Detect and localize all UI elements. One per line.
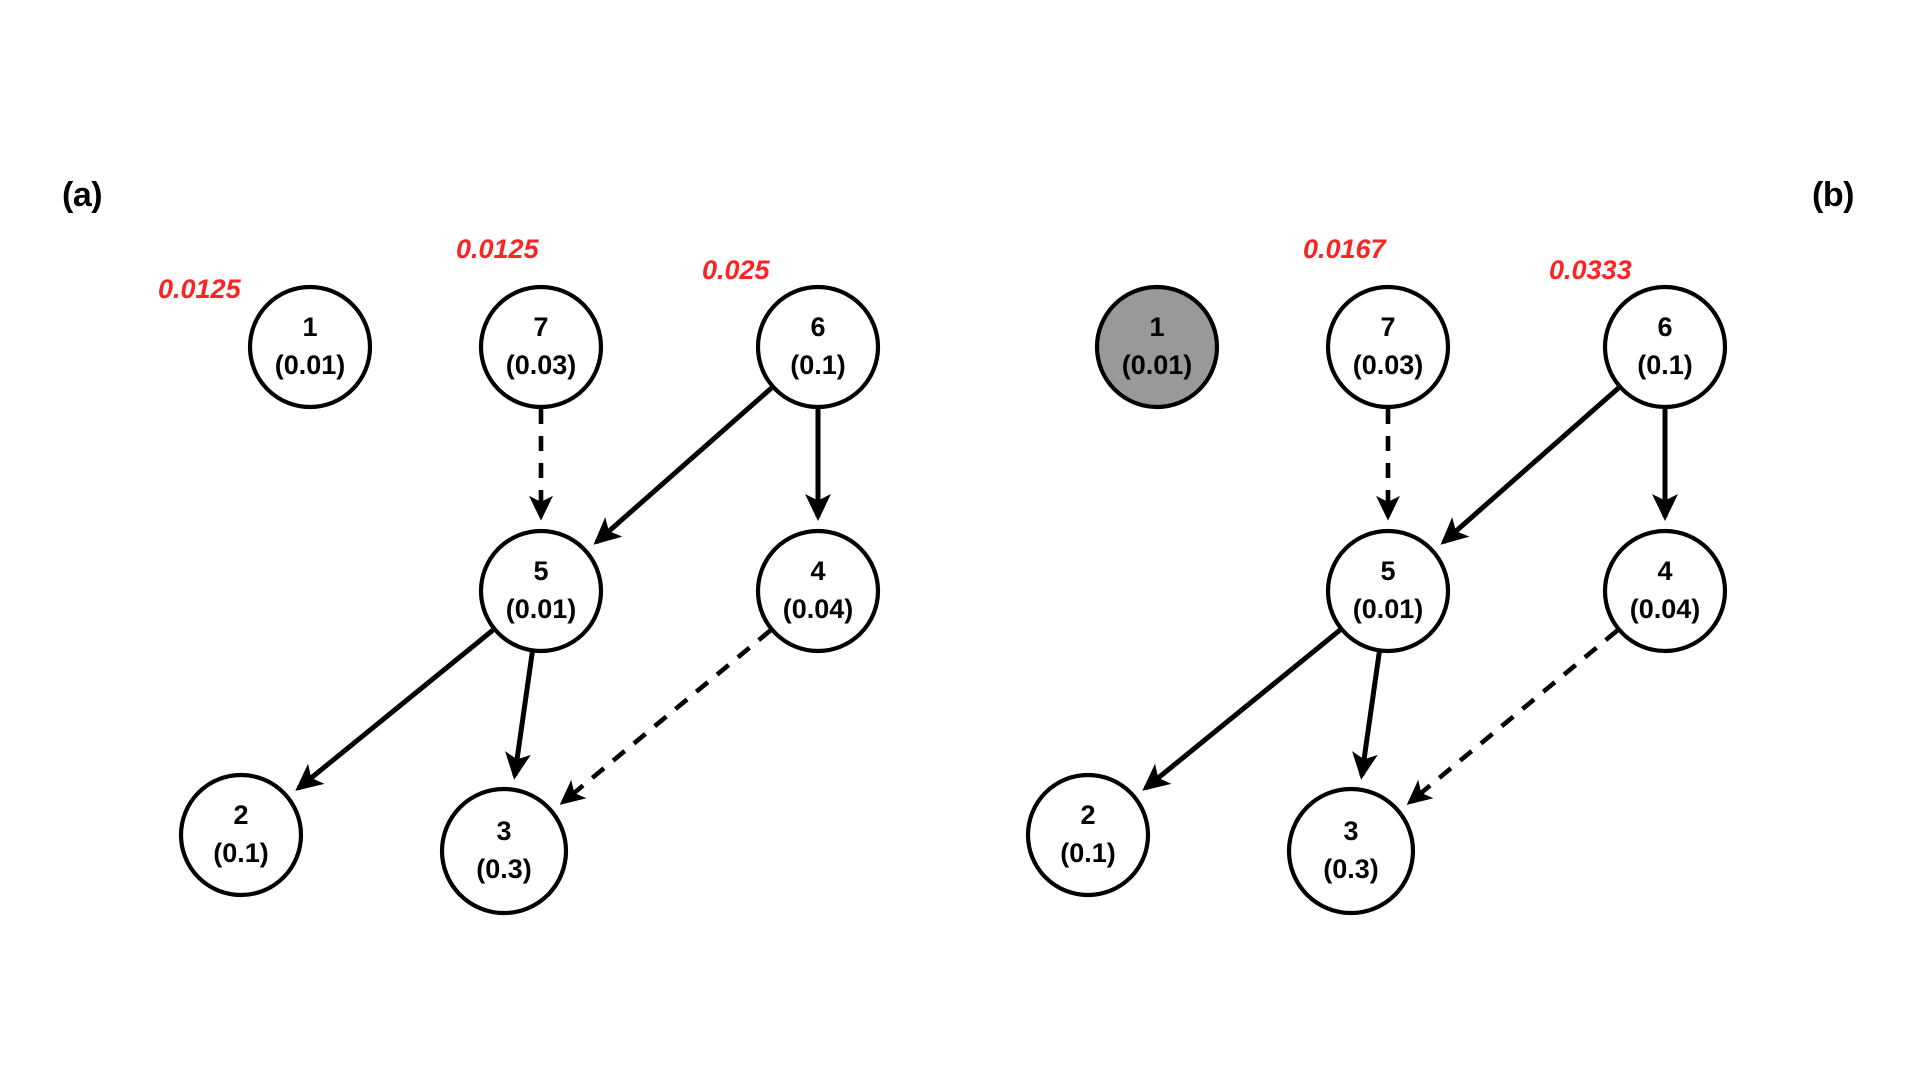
- node-3-value-label: (0.3): [476, 854, 532, 884]
- node-4-id-label: 4: [810, 556, 825, 586]
- node-1-value-label: (0.01): [1122, 350, 1193, 380]
- node-7-circle[interactable]: [1325, 284, 1451, 410]
- node-3[interactable]: 3 (0.3): [1286, 786, 1416, 916]
- node-3-id-label: 3: [1343, 816, 1358, 846]
- node-1[interactable]: 1 (0.01): [247, 284, 373, 410]
- node-2-value-label: (0.1): [1060, 838, 1116, 868]
- node-3[interactable]: 3 (0.3): [439, 786, 569, 916]
- node-7-value-label: (0.03): [1353, 350, 1424, 380]
- edge-4-to-3: [559, 628, 772, 805]
- node-1-id-label: 1: [1149, 312, 1164, 342]
- node-7[interactable]: 7 (0.03): [478, 284, 604, 410]
- node-3-value-label: (0.3): [1323, 854, 1379, 884]
- node-4-id-label: 4: [1657, 556, 1672, 586]
- node-4[interactable]: 4 (0.04): [755, 528, 881, 654]
- node-2-id-label: 2: [1080, 800, 1095, 830]
- edge-6-to-5: [1440, 386, 1621, 545]
- node-7-id-label: 7: [1380, 312, 1395, 342]
- node-2-value-label: (0.1): [213, 838, 269, 868]
- node-2-circle[interactable]: [178, 772, 304, 898]
- node-5-value-label: (0.01): [1353, 594, 1424, 624]
- node-2[interactable]: 2 (0.1): [178, 772, 304, 898]
- node-7-id-label: 7: [533, 312, 548, 342]
- node-7[interactable]: 7 (0.03): [1325, 284, 1451, 410]
- node-7-value-label: (0.03): [506, 350, 577, 380]
- node-5[interactable]: 5 (0.01): [1325, 528, 1451, 654]
- node-5-circle[interactable]: [478, 528, 604, 654]
- node-2[interactable]: 2 (0.1): [1025, 772, 1151, 898]
- node-3-circle[interactable]: [1286, 786, 1416, 916]
- score-label-panel-a-node-6: 0.025: [702, 255, 770, 285]
- node-1-value-label: (0.01): [275, 350, 346, 380]
- score-label-panel-a-node-7: 0.0125: [456, 234, 539, 264]
- node-5[interactable]: 5 (0.01): [478, 528, 604, 654]
- node-1-circle[interactable]: [1094, 284, 1220, 410]
- node-1-id-label: 1: [302, 312, 317, 342]
- node-6-id-label: 6: [810, 312, 825, 342]
- edge-4-to-3: [1406, 628, 1619, 805]
- panel-b-label: (b): [1812, 176, 1854, 214]
- edges-group: [295, 386, 1678, 805]
- edge-5-to-3: [1352, 652, 1382, 780]
- node-4-circle[interactable]: [1602, 528, 1728, 654]
- panel-a: (a): [0, 0, 920, 1080]
- node-6-value-label: (0.1): [790, 350, 846, 380]
- node-1-circle[interactable]: [247, 284, 373, 410]
- node-1[interactable]: 1 (0.01): [1094, 284, 1220, 410]
- edge-5-to-3: [505, 652, 535, 780]
- node-6-value-label: (0.1): [1637, 350, 1693, 380]
- panel-b: (b): [900, 0, 1920, 1080]
- node-3-id-label: 3: [496, 816, 511, 846]
- node-7-circle[interactable]: [478, 284, 604, 410]
- score-label-panel-b-node-7: 0.0167: [1303, 234, 1386, 264]
- node-2-circle[interactable]: [1025, 772, 1151, 898]
- node-4-value-label: (0.04): [783, 594, 854, 624]
- node-6-id-label: 6: [1657, 312, 1672, 342]
- panel-a-label: (a): [62, 176, 103, 214]
- edge-6-to-5: [593, 386, 774, 545]
- edge-5-to-2: [295, 628, 495, 791]
- node-4-circle[interactable]: [755, 528, 881, 654]
- node-3-circle[interactable]: [439, 786, 569, 916]
- node-2-id-label: 2: [233, 800, 248, 830]
- node-6-circle[interactable]: [755, 284, 881, 410]
- node-5-id-label: 5: [533, 556, 548, 586]
- node-5-value-label: (0.01): [506, 594, 577, 624]
- node-6[interactable]: 6 (0.1): [755, 284, 881, 410]
- node-4[interactable]: 4 (0.04): [1602, 528, 1728, 654]
- nodes-group: 1 (0.01) 7 (0.03) 6 (0.1) 5 (0.01) 4 (0.04) 2 (0.1)…: [178, 284, 1728, 916]
- node-6-circle[interactable]: [1602, 284, 1728, 410]
- node-4-value-label: (0.04): [1630, 594, 1701, 624]
- score-label-panel-b-node-6: 0.0333: [1549, 255, 1632, 285]
- node-6[interactable]: 6 (0.1): [1602, 284, 1728, 410]
- node-5-id-label: 5: [1380, 556, 1395, 586]
- score-label-panel-a-node-1: 0.0125: [158, 274, 241, 304]
- edge-5-to-2: [1142, 628, 1342, 791]
- node-5-circle[interactable]: [1325, 528, 1451, 654]
